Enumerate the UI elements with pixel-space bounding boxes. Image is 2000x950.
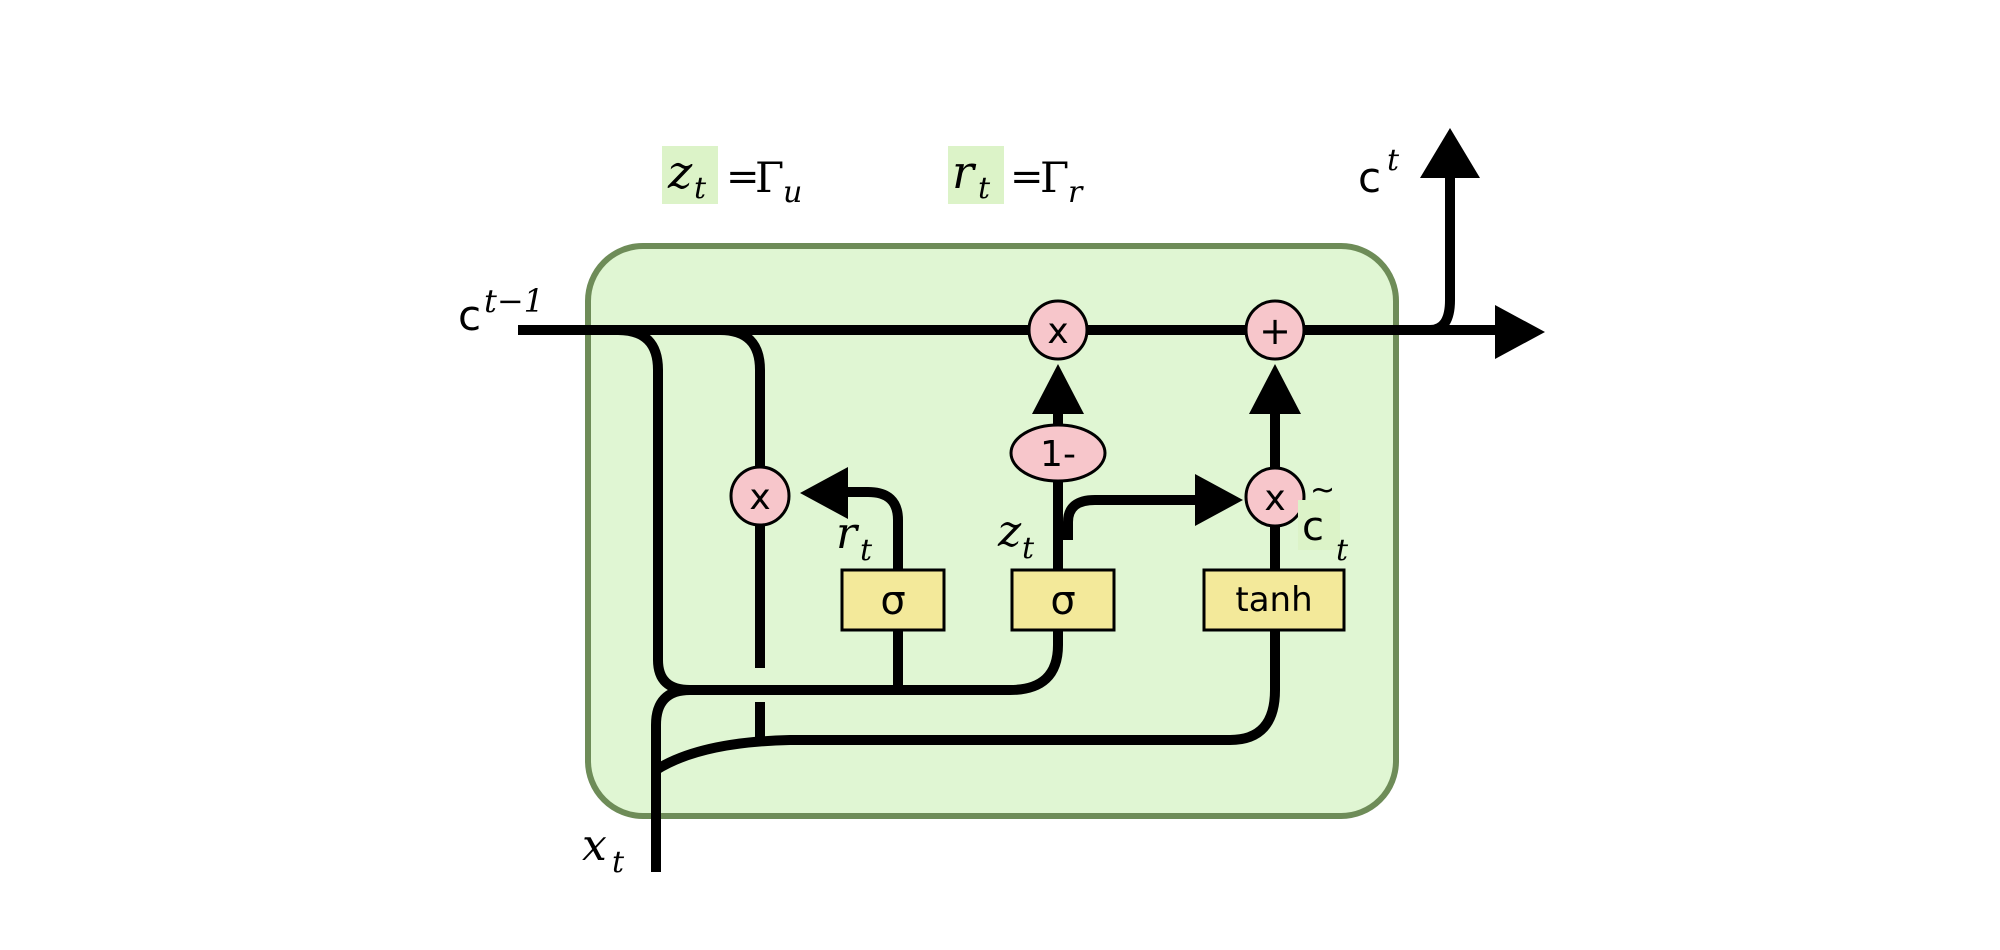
one-minus-node: 1- xyxy=(1009,423,1107,483)
reset-eq-rhs-base: Γ xyxy=(1040,153,1069,202)
cell-state-arrowhead xyxy=(1495,305,1545,359)
multiply-top-node: x xyxy=(1027,299,1089,361)
input-bus-line xyxy=(653,626,1280,775)
add-top-symbol: + xyxy=(1259,309,1291,353)
update-eq-rhs-sub: u xyxy=(783,175,802,210)
multiply-candidate-node: x xyxy=(1244,466,1306,528)
cell-input-base: c xyxy=(458,291,481,340)
update-gate-highlight xyxy=(662,146,718,204)
multiply-reset-node: x xyxy=(729,465,791,527)
reset-eq-equals: = xyxy=(1010,154,1044,200)
cell-output-label: c t xyxy=(1358,143,1400,202)
multiply-top-symbol: x xyxy=(1047,311,1068,352)
update-eq-lhs-sub: t xyxy=(694,171,707,206)
reset-eq-lhs-base: r xyxy=(952,145,977,199)
tanh-gate: tanh xyxy=(1202,568,1346,632)
output-branch-line xyxy=(1429,170,1455,335)
multiply-reset-symbol: x xyxy=(749,477,770,518)
cell-input-sup: t−1 xyxy=(484,282,544,320)
reset-gate-highlight xyxy=(948,146,1004,204)
update-to-candidate-line xyxy=(1063,495,1200,540)
one-minus-symbol: 1- xyxy=(1040,434,1076,475)
candidate-sub: t xyxy=(1336,533,1349,568)
wires xyxy=(518,170,1500,872)
update-eq-rhs-base: Γ xyxy=(755,153,784,202)
candidate-arrowhead xyxy=(1195,474,1243,526)
cell-output-base: c xyxy=(1358,153,1381,202)
update-eq-lhs-base: z xyxy=(667,145,693,199)
update-eq-equals: = xyxy=(726,154,760,200)
candidate-base: c xyxy=(1302,504,1324,550)
multiply-candidate-symbol: x xyxy=(1264,478,1285,519)
reset-eq-lhs-sub: t xyxy=(978,171,991,206)
update-gate-equation: z t = Γ u xyxy=(662,145,802,210)
reset-sigma-label: σ xyxy=(880,578,905,624)
hidden-branch-left xyxy=(617,325,1063,695)
candidate-tilde: ~ xyxy=(1310,473,1335,508)
update-sigma-label: σ xyxy=(1050,578,1075,624)
add-top-node: + xyxy=(1244,299,1306,361)
reset-gate-line xyxy=(842,487,903,570)
reset-eq-rhs-sub: r xyxy=(1068,175,1084,210)
reset-arrowhead xyxy=(800,467,848,519)
add-arrowhead xyxy=(1249,364,1301,414)
tanh-label: tanh xyxy=(1235,580,1312,620)
hidden-branch-right xyxy=(719,325,765,470)
update-label-base: z xyxy=(997,506,1022,557)
reset-gate-equation: r t = Γ r xyxy=(948,145,1084,210)
update-label-sub: t xyxy=(1022,531,1035,566)
cell-output-sup: t xyxy=(1387,143,1400,178)
arrowheads xyxy=(800,128,1545,526)
reset-label: r t xyxy=(836,508,873,568)
reset-label-sub: t xyxy=(860,533,873,568)
cell-input-label: c t−1 xyxy=(458,282,544,340)
update-label: z t xyxy=(997,506,1035,566)
reset-sigma-gate: σ xyxy=(840,568,946,632)
input-label: x t xyxy=(582,820,625,880)
input-sub: t xyxy=(612,845,625,880)
reset-label-base: r xyxy=(836,508,860,559)
update-sigma-gate: σ xyxy=(1010,568,1116,632)
input-base: x xyxy=(582,820,607,871)
update-arrowhead xyxy=(1032,364,1084,414)
output-arrowhead xyxy=(1420,128,1480,178)
candidate-highlight xyxy=(1298,500,1340,550)
candidate-label: ~ c t xyxy=(1298,473,1349,568)
input-line xyxy=(651,685,691,872)
gru-cell-body xyxy=(585,243,1399,819)
